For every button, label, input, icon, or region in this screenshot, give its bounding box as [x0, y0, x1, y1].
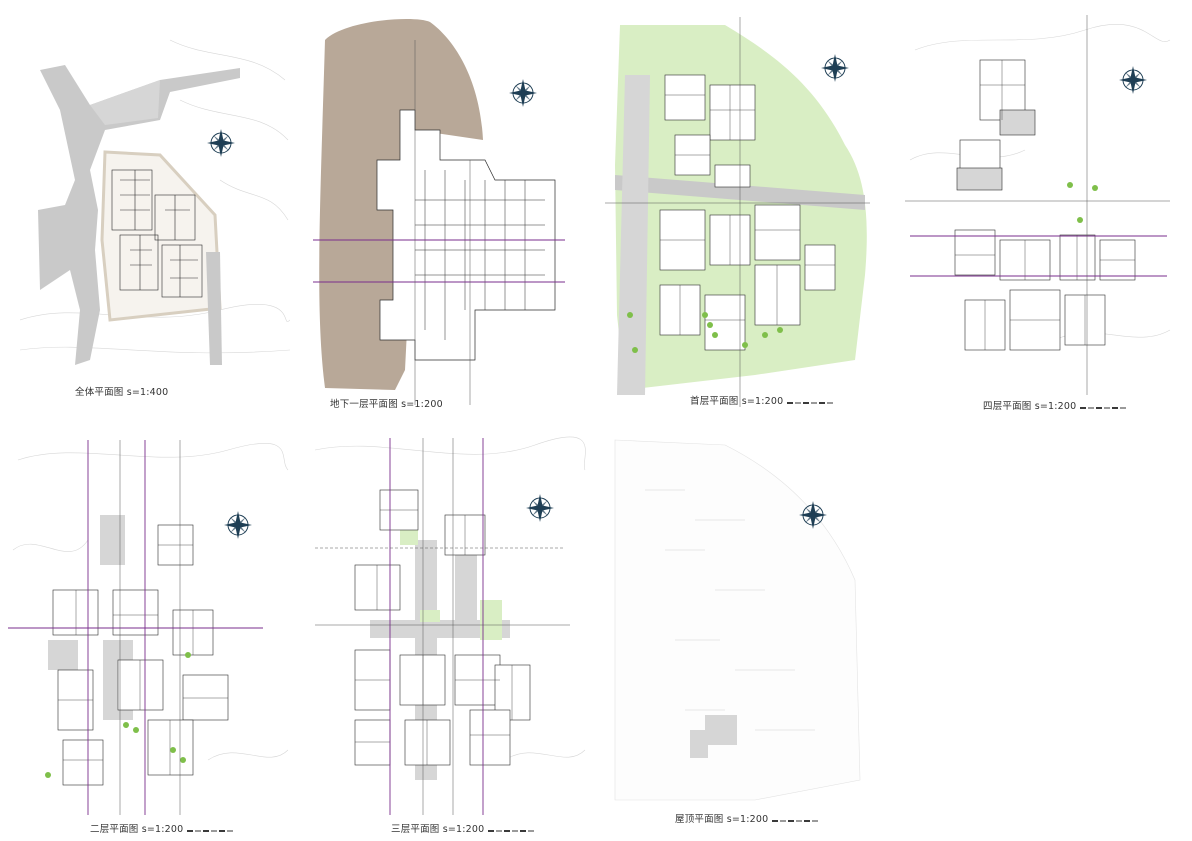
- ground-plan-drawing: [605, 17, 870, 407]
- compass-rose-icon: [224, 511, 252, 539]
- section-lines: [910, 235, 1167, 277]
- section-lines: [8, 440, 263, 815]
- road-network: [38, 65, 240, 365]
- scale-bar-icon: [187, 824, 235, 835]
- third-plan-drawing: [314, 436, 586, 815]
- second-plan-panel: 二层平面图 s=1:200: [8, 430, 293, 835]
- compass-rose-icon: [1119, 66, 1147, 94]
- fourth-plan-drawing: [905, 15, 1171, 395]
- roof-outline: [614, 439, 861, 801]
- site-plan-drawing: [20, 39, 290, 365]
- third-plan-caption: 三层平面图 s=1:200: [391, 821, 536, 835]
- compass-rose-icon: [821, 54, 849, 82]
- tree-symbol-icon: [627, 312, 783, 353]
- roof-plan-caption: 屋顶平面图 s=1:200: [675, 811, 820, 825]
- site-boundary: [100, 150, 222, 322]
- fourth-lower-block: [954, 229, 1136, 351]
- plaza-area: [90, 80, 160, 125]
- section-lines: [313, 239, 565, 283]
- section-lines: [389, 438, 484, 815]
- scale-bar-icon: [488, 824, 536, 835]
- basement-plan-caption: 地下一层平面图 s=1:200: [330, 399, 443, 410]
- second-buildings: [52, 524, 229, 786]
- compass-rose-icon: [799, 501, 827, 529]
- side-road: [206, 252, 222, 365]
- second-plan-caption-text: 二层平面图 s=1:200: [90, 824, 184, 835]
- terrace-green: [400, 530, 502, 640]
- third-buildings: [354, 489, 531, 766]
- ground-plan-caption: 首层平面图 s=1:200: [690, 393, 835, 407]
- west-path: [617, 75, 650, 395]
- fourth-plan-panel: 四层平面图 s=1:200: [905, 10, 1175, 412]
- tree-symbol-icon: [45, 652, 191, 778]
- third-plan-panel: 三层平面图 s=1:200: [305, 430, 590, 835]
- site-plan-panel: 全体平面图 s=1:400: [20, 20, 290, 410]
- basement-plan-panel: 地下一层平面图 s=1:200: [305, 10, 585, 410]
- roof-plan-drawing: [614, 439, 861, 801]
- ground-plan-panel: 首层平面图 s=1:200: [605, 15, 885, 410]
- second-plan-drawing: [8, 440, 289, 815]
- fourth-plan-caption-text: 四层平面图 s=1:200: [983, 401, 1077, 412]
- site-building-plans: [111, 169, 203, 298]
- compass-rose-icon: [509, 79, 537, 107]
- compass-rose-icon: [526, 494, 554, 522]
- roof-equipment: [690, 715, 737, 758]
- third-plan-caption-text: 三层平面图 s=1:200: [391, 824, 485, 835]
- basement-plan-drawing: [313, 19, 565, 405]
- scale-bar-icon: [772, 814, 820, 825]
- basement-walls: [376, 109, 556, 361]
- second-plan-caption: 二层平面图 s=1:200: [90, 821, 235, 835]
- fourth-upper-block: [956, 59, 1036, 191]
- site-plan-caption: 全体平面图 s=1:400: [75, 387, 169, 398]
- ground-plan-caption-text: 首层平面图 s=1:200: [690, 396, 784, 407]
- scale-bar-icon: [787, 396, 835, 407]
- roof-plan-caption-text: 屋顶平面图 s=1:200: [675, 814, 769, 825]
- scale-bar-icon: [1080, 401, 1128, 412]
- compass-rose-icon: [207, 129, 235, 157]
- fourth-plan-caption: 四层平面图 s=1:200: [983, 398, 1128, 412]
- tree-symbol-icon: [1067, 182, 1098, 223]
- roof-plan-panel: 屋顶平面图 s=1:200: [605, 430, 885, 835]
